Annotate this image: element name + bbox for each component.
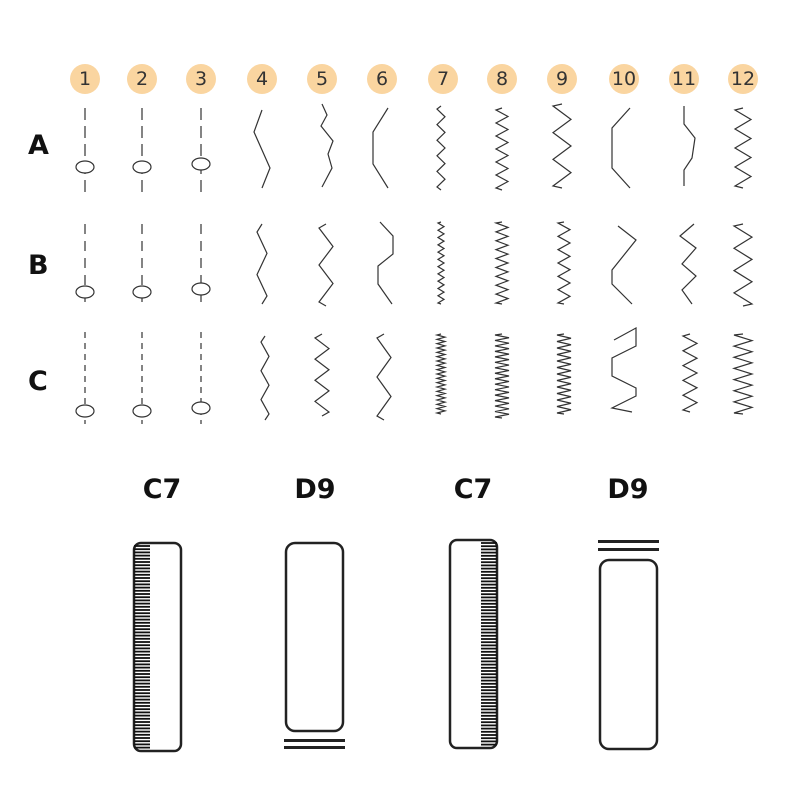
stitch-9-a — [551, 103, 573, 189]
column-badge-12: 12 — [728, 64, 758, 94]
stitch-12-a — [733, 107, 753, 189]
column-badge-9: 9 — [547, 64, 577, 94]
column-badge-7: 7 — [428, 64, 458, 94]
stitch-5-c — [313, 333, 331, 417]
stitch-10-b — [611, 225, 637, 305]
stitch-12-b — [732, 223, 754, 307]
straight-stitch-3-2 — [191, 224, 211, 308]
straight-stitch-1-2 — [75, 224, 95, 308]
straight-stitch-2-3 — [132, 332, 152, 424]
column-badge-11: 11 — [669, 64, 699, 94]
buttonhole-label-1: C7 — [142, 474, 182, 505]
column-badge-5: 5 — [307, 64, 337, 94]
row-label-b: B — [28, 250, 49, 281]
stitch-11-c — [681, 333, 699, 413]
stitch-8-a — [494, 107, 510, 191]
column-badge-10: 10 — [609, 64, 639, 94]
satin-stitch-left — [134, 545, 150, 749]
stitch-4-c — [260, 335, 270, 421]
straight-stitch-1-1 — [75, 108, 95, 192]
stitch-8-b — [493, 221, 510, 305]
buttonhole-label-2: D9 — [294, 474, 336, 505]
stitch-8-c — [494, 333, 510, 419]
buttonhole-d9-top-icon — [598, 540, 659, 751]
stitch-9-b — [556, 221, 572, 305]
stitch-11-b — [679, 223, 697, 305]
row-label-c: C — [28, 366, 48, 397]
stitch-9-c — [556, 333, 572, 415]
column-badge-6: 6 — [367, 64, 397, 94]
stitch-patterns — [75, 103, 755, 424]
column-badge-8: 8 — [487, 64, 517, 94]
stitch-10-c — [610, 326, 637, 413]
buttonhole-label-4: D9 — [607, 474, 649, 505]
straight-stitch-1-3 — [75, 332, 95, 424]
stitch-11-a — [683, 106, 696, 186]
stitch-7-c — [434, 333, 448, 415]
buttonhole-c7-right-icon — [448, 538, 499, 750]
satin-stitch-right — [481, 542, 497, 746]
straight-stitch-2-2 — [132, 224, 152, 308]
row-label-a: A — [28, 130, 49, 161]
stitch-10-a — [611, 107, 631, 189]
column-badge-4: 4 — [247, 64, 277, 94]
stitch-12-c — [731, 333, 755, 415]
buttonhole-label-3: C7 — [453, 474, 493, 505]
straight-stitch-3-3 — [191, 332, 211, 424]
buttonhole-c7-left-icon — [132, 541, 183, 753]
buttonhole-d9-bottom-icon — [284, 541, 345, 749]
stitch-7-a — [436, 105, 446, 191]
stitch-6-b — [377, 221, 394, 305]
stitch-5-b — [318, 223, 334, 307]
stitch-5-a — [320, 103, 334, 188]
stitch-4-a — [253, 109, 271, 189]
column-badge-1: 1 — [70, 64, 100, 94]
column-badge-2: 2 — [127, 64, 157, 94]
stitch-4-b — [256, 223, 268, 305]
straight-stitch-3-1 — [191, 108, 211, 192]
column-badge-3: 3 — [186, 64, 216, 94]
stitch-6-c — [376, 333, 392, 421]
stitch-6-a — [372, 107, 389, 189]
straight-stitch-2-1 — [132, 108, 152, 192]
stitch-7-b — [436, 221, 446, 305]
